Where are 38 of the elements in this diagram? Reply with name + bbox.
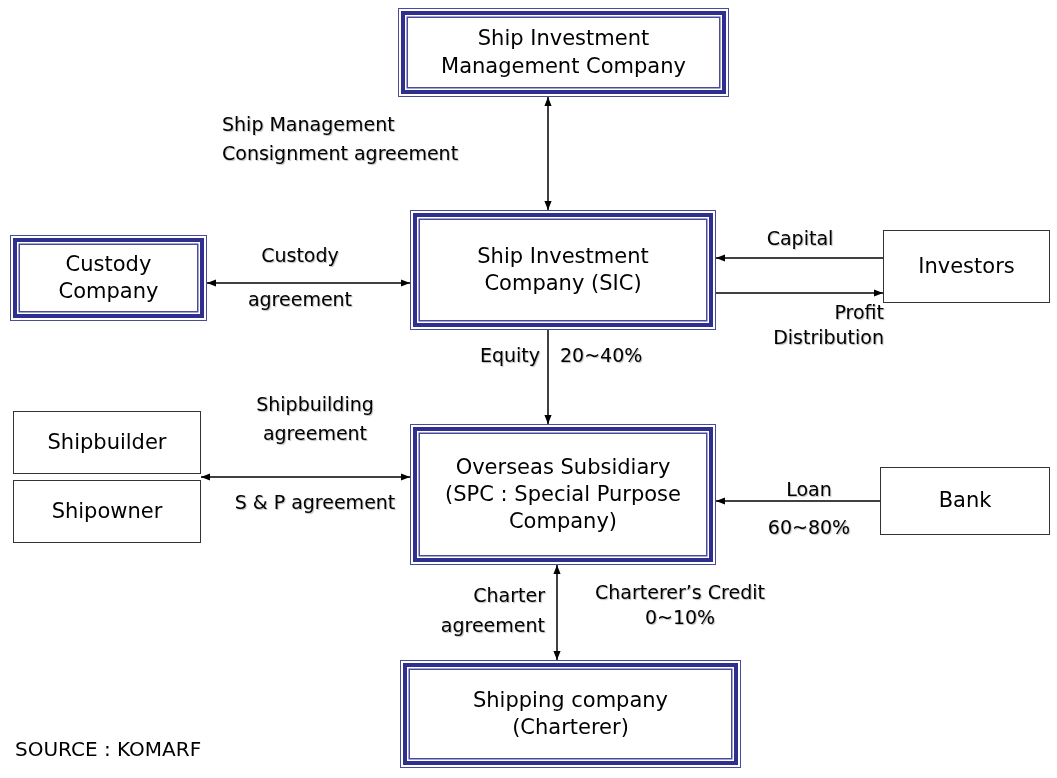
node-label: Investors (917, 252, 1016, 280)
note-label: 20~40% (560, 343, 644, 368)
edge-label: S & P agreement (233, 490, 397, 515)
node-label: Ship Investment Company (SIC) (476, 242, 650, 297)
edge-label: Equity (478, 343, 540, 368)
edge-label: Charter agreement (439, 583, 545, 639)
process-box (13, 411, 201, 474)
edge-label: Ship Management Consignment agreement (222, 112, 460, 167)
process-box (10, 235, 207, 321)
arrow (715, 289, 884, 297)
process-box (410, 210, 716, 330)
note-label: Charterer’s Credit 0~10% (594, 580, 766, 630)
arrow (715, 497, 881, 505)
process-box (883, 230, 1050, 303)
edge-label: Profit Distribution (772, 300, 884, 350)
edge-label: Custody agreement (246, 243, 354, 312)
process-box (400, 660, 741, 768)
node-label: Shipbuilder (46, 428, 168, 456)
edge-label: Shipbuilding agreement (255, 392, 375, 446)
edge-label: Capital (765, 226, 835, 251)
node-label: Overseas Subsidiary (SPC : Special Purpose Company) (444, 453, 682, 536)
node-label: Custody Company (57, 250, 160, 305)
process-box (13, 480, 201, 543)
source-note: SOURCE : KOMARF (15, 736, 203, 762)
arrow (544, 329, 552, 425)
process-box (880, 467, 1050, 535)
arrow (200, 473, 411, 481)
node-label: Ship Investment Management Company (440, 25, 687, 80)
arrow (206, 279, 411, 287)
arrow (715, 254, 884, 262)
arrow (553, 564, 561, 661)
process-box (410, 424, 716, 565)
node-label: Bank (937, 487, 993, 515)
arrow (544, 96, 552, 211)
node-label: Shipowner (50, 497, 164, 525)
node-label: Shipping company (Charterer) (471, 686, 670, 741)
edge-label: Loan 60~80% (766, 477, 852, 540)
process-box (398, 8, 729, 97)
